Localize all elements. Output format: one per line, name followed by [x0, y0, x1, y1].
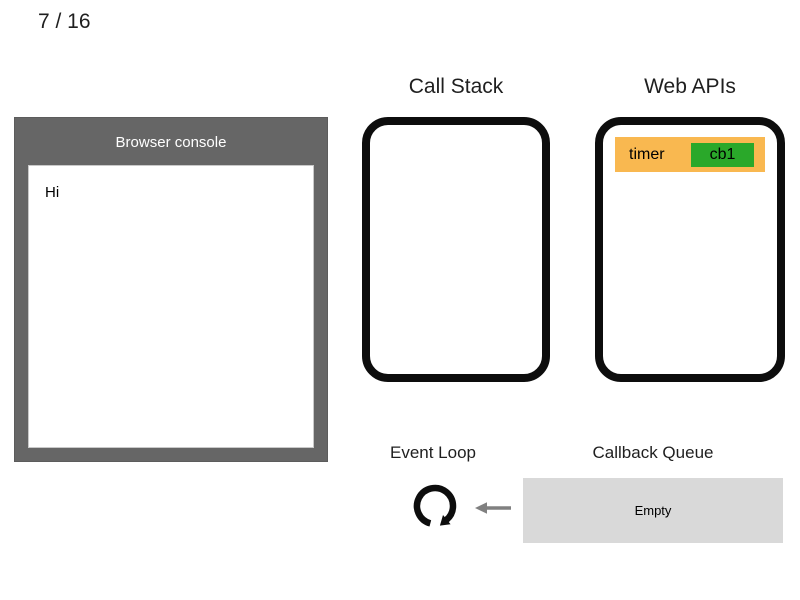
call-stack-title: Call Stack — [408, 75, 504, 98]
browser-console-output: Hi — [28, 165, 314, 448]
browser-console-title: Browser console — [115, 133, 227, 151]
call-stack-box — [362, 117, 550, 382]
slide-counter: 7 / 16 — [38, 10, 91, 33]
web-apis-title: Web APIs — [644, 75, 736, 98]
event-loop-title: Event Loop — [389, 443, 476, 462]
callback-queue-title: Callback Queue — [592, 443, 714, 462]
timer-label: timer — [629, 145, 665, 163]
callback-chip: cb1 — [691, 142, 754, 167]
web-apis-box: timer cb1 — [595, 117, 785, 382]
event-loop-spinner-icon — [413, 484, 457, 527]
left-arrow-icon — [475, 502, 511, 514]
callback-queue-box: Empty — [523, 478, 783, 543]
console-log-line: Hi — [45, 184, 60, 201]
browser-console: Browser console Hi — [14, 117, 328, 462]
callback-queue-status: Empty — [634, 503, 672, 518]
web-api-timer-item: timer cb1 — [615, 137, 765, 172]
